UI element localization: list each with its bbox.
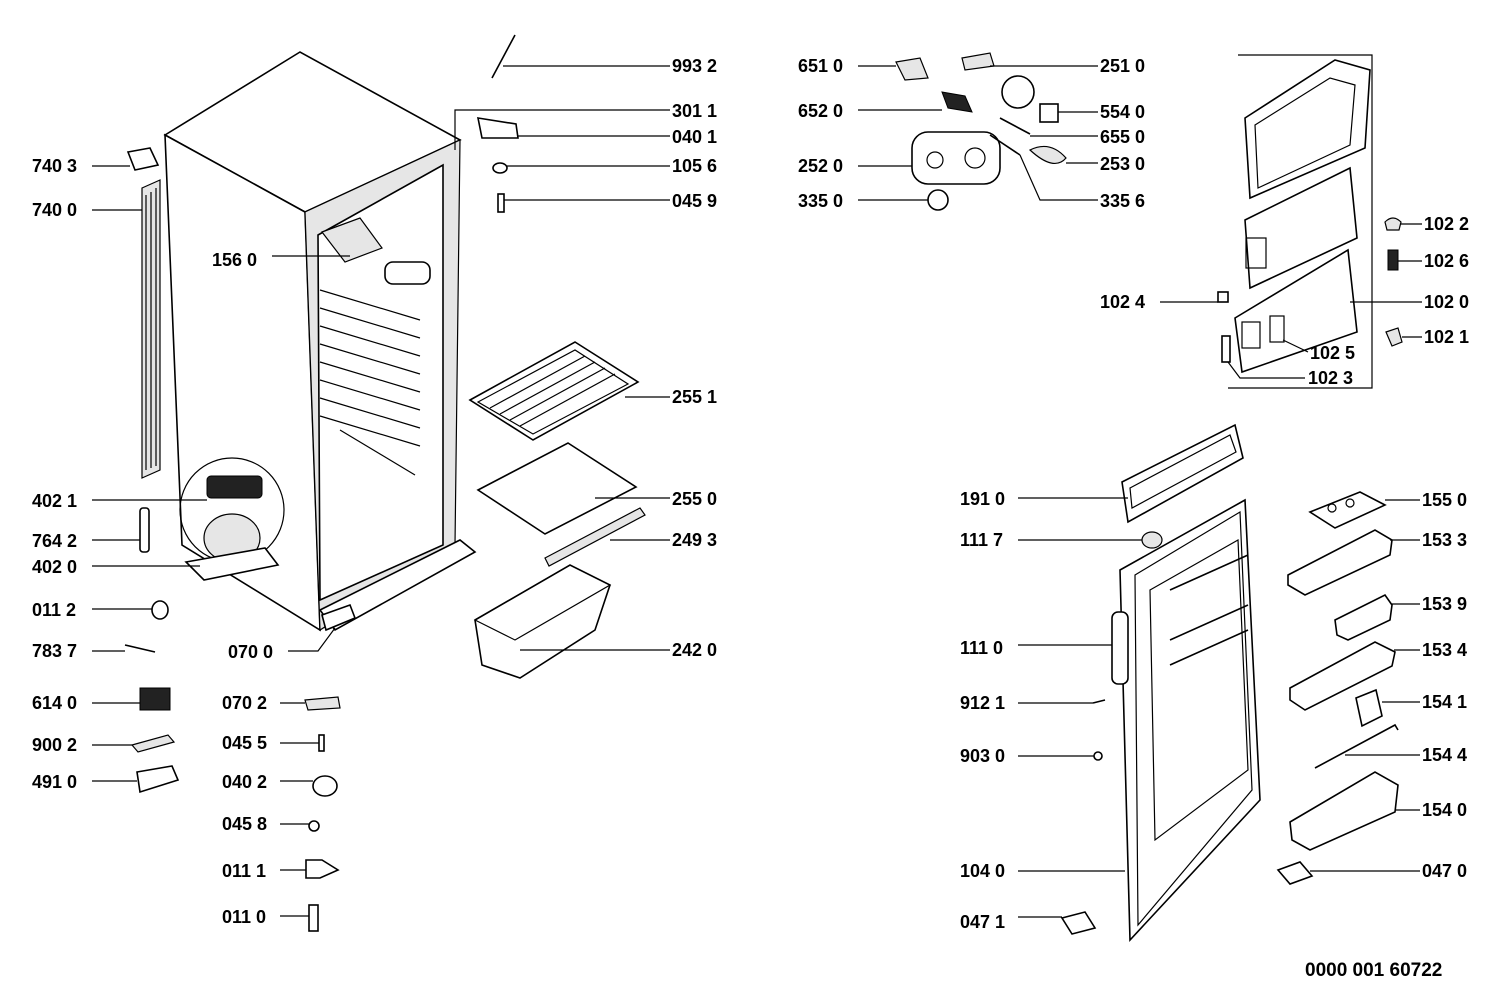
label-253-0: 253 0 <box>1100 154 1145 174</box>
label-402-0: 402 0 <box>32 557 77 577</box>
label-301-1: 301 1 <box>672 101 717 121</box>
label-102-0: 102 0 <box>1424 292 1469 312</box>
label-251-0: 251 0 <box>1100 56 1145 76</box>
label-764-2: 764 2 <box>32 531 77 551</box>
label-111-7: 111 7 <box>960 530 1003 550</box>
label-614-0: 614 0 <box>32 693 77 713</box>
center-parts <box>468 34 646 679</box>
label-252-0: 252 0 <box>798 156 843 176</box>
label-040-1: 040 1 <box>672 127 717 147</box>
label-153-4: 153 4 <box>1422 640 1467 660</box>
left-small-parts <box>124 600 357 932</box>
label-740-3: 740 3 <box>32 156 77 176</box>
label-191-0: 191 0 <box>960 489 1005 509</box>
label-154-0: 154 0 <box>1422 800 1467 820</box>
label-047-0: 047 0 <box>1422 861 1467 881</box>
control-and-lamp-parts <box>895 52 1067 211</box>
label-903-0: 903 0 <box>960 746 1005 766</box>
label-153-9: 153 9 <box>1422 594 1467 614</box>
label-335-0: 335 0 <box>798 191 843 211</box>
label-154-1: 154 1 <box>1422 692 1467 712</box>
interior-shelf-grooves <box>319 289 421 476</box>
label-102-5: 102 5 <box>1310 343 1355 363</box>
label-242-0: 242 0 <box>672 640 717 660</box>
label-912-1: 912 1 <box>960 693 1005 713</box>
label-045-8: 045 8 <box>222 814 267 834</box>
label-070-2: 070 2 <box>222 693 267 713</box>
label-045-5: 045 5 <box>222 733 267 753</box>
label-040-2: 040 2 <box>222 772 267 792</box>
label-111-0: 111 0 <box>960 638 1003 658</box>
label-105-6: 105 6 <box>672 156 717 176</box>
door-shelves <box>1276 491 1399 885</box>
label-102-6: 102 6 <box>1424 251 1469 271</box>
label-652-0: 652 0 <box>798 101 843 121</box>
label-011-2: 011 2 <box>32 600 76 620</box>
label-102-1: 102 1 <box>1424 327 1469 347</box>
label-740-0: 740 0 <box>32 200 77 220</box>
label-491-0: 491 0 <box>32 772 77 792</box>
label-070-0: 070 0 <box>228 642 273 662</box>
label-993-2: 993 2 <box>672 56 717 76</box>
label-402-1: 402 1 <box>32 491 77 511</box>
label-011-0: 011 0 <box>222 907 266 927</box>
label-255-1: 255 1 <box>672 387 717 407</box>
leader-lines <box>92 65 1422 918</box>
label-651-0: 651 0 <box>798 56 843 76</box>
label-156-0: 156 0 <box>212 250 257 270</box>
label-104-0: 104 0 <box>960 861 1005 881</box>
label-011-1: 011 1 <box>222 861 266 881</box>
label-102-2: 102 2 <box>1424 214 1469 234</box>
label-255-0: 255 0 <box>672 489 717 509</box>
part-number-labels: 993 2 301 1 040 1 105 6 045 9 740 3 740 … <box>32 56 1469 932</box>
label-153-3: 153 3 <box>1422 530 1467 550</box>
label-783-7: 783 7 <box>32 641 77 661</box>
label-900-2: 900 2 <box>32 735 77 755</box>
label-249-3: 249 3 <box>672 530 717 550</box>
label-047-1: 047 1 <box>960 912 1005 932</box>
label-554-0: 554 0 <box>1100 102 1145 122</box>
glass-shelf-frame <box>468 341 640 441</box>
label-102-4: 102 4 <box>1100 292 1145 312</box>
document-number: 0000 001 60722 <box>1305 960 1442 981</box>
condenser-coil <box>141 179 161 479</box>
label-155-0: 155 0 <box>1422 490 1467 510</box>
label-102-3: 102 3 <box>1308 368 1353 388</box>
refrigerator-cabinet <box>126 51 477 632</box>
refrigerator-door <box>1060 423 1261 942</box>
label-335-6: 335 6 <box>1100 191 1145 211</box>
freezer-compartment-door-parts <box>1217 54 1403 389</box>
label-154-4: 154 4 <box>1422 745 1467 765</box>
label-045-9: 045 9 <box>672 191 717 211</box>
label-655-0: 655 0 <box>1100 127 1145 147</box>
